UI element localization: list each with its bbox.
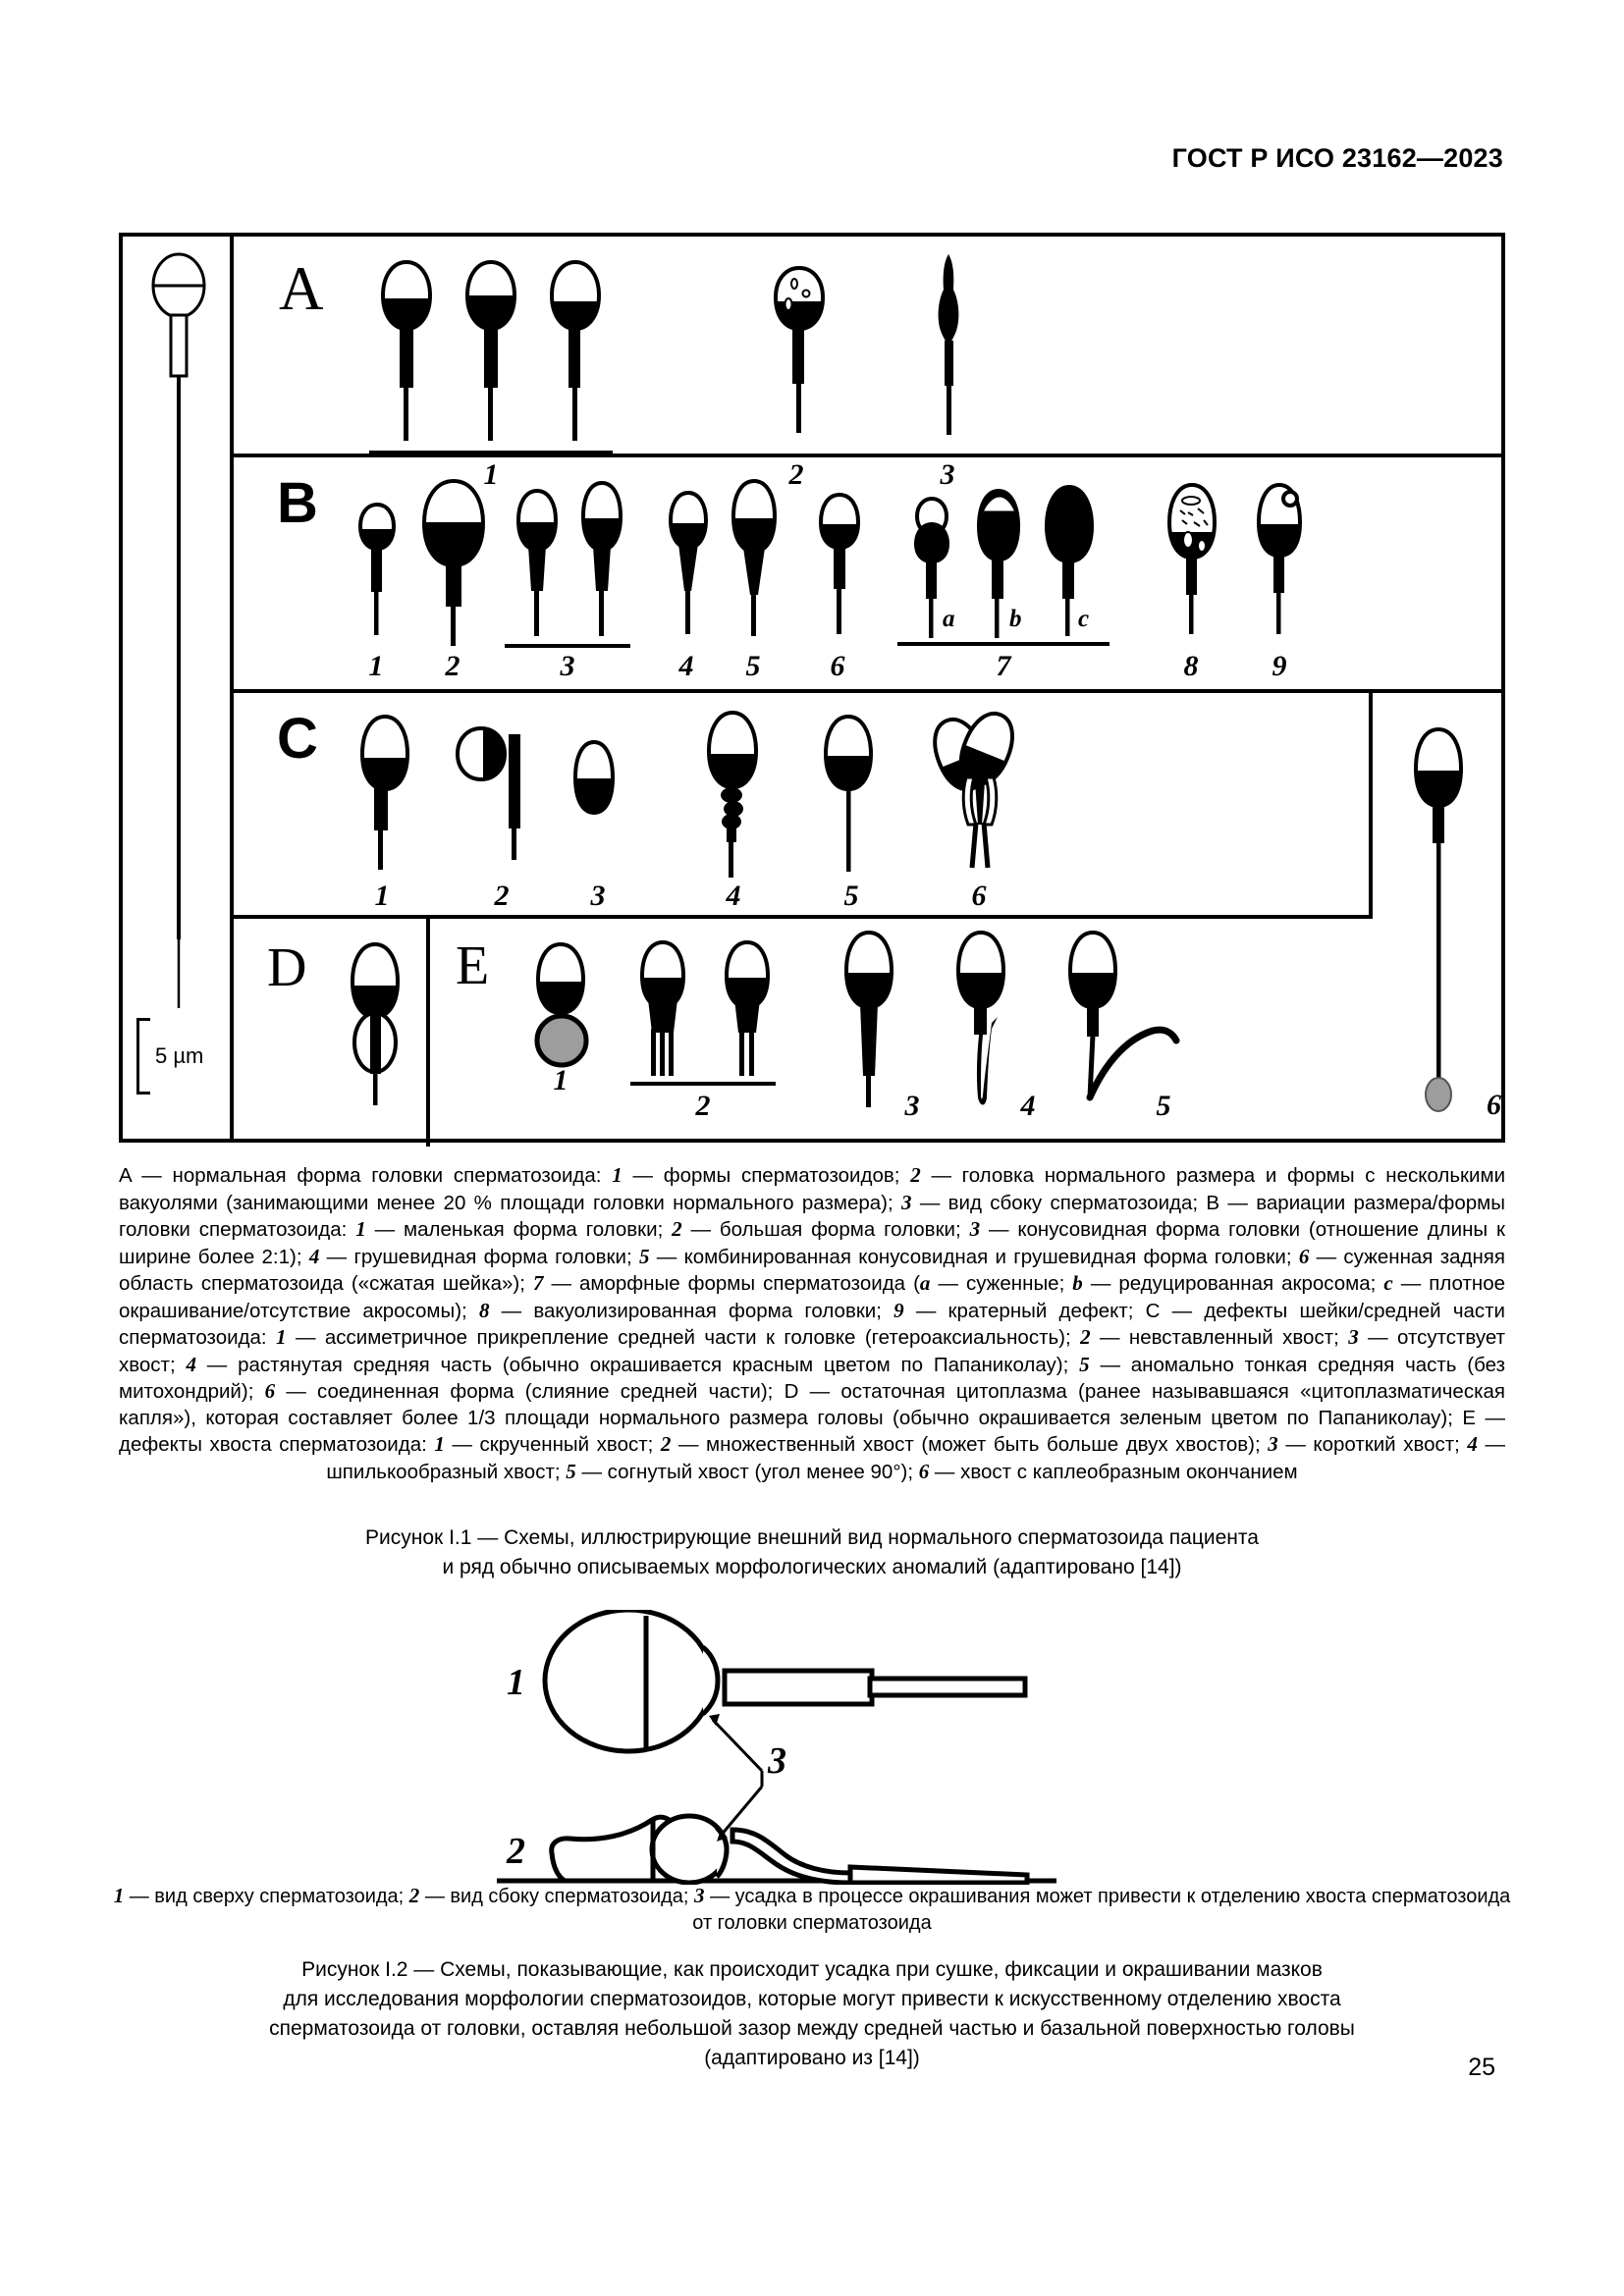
item-label-c-5: 5	[843, 880, 859, 912]
item-label-e-6: 6	[1487, 1089, 1501, 1121]
sub-label-b7-b: b	[1009, 606, 1022, 632]
sub-label-b7-c: c	[1078, 606, 1090, 632]
sperm-side-view	[938, 254, 959, 435]
page-number: 25	[1468, 2054, 1495, 2081]
panel-b: B 1 2	[234, 457, 1501, 693]
sperm-normal-1	[380, 259, 433, 441]
sperm-tapered-a	[515, 488, 559, 636]
panel-e-letter: E	[456, 935, 490, 996]
item-label-e-4: 4	[1020, 1090, 1036, 1122]
item-label-b-5: 5	[745, 650, 761, 682]
sperm-amorphous-b	[977, 489, 1020, 638]
item-label-b-2: 2	[445, 650, 460, 682]
sperm-large-head	[421, 478, 486, 646]
sperm-amorphous-a	[914, 496, 949, 638]
figure-i2-caption-line3: сперматозоида от головки, оставляя небол…	[269, 2017, 1355, 2040]
sperm-combined	[731, 478, 778, 636]
item-label-b-1: 1	[368, 650, 384, 682]
scale-label: 5 µm	[155, 1043, 204, 1068]
item-label-e-1: 1	[553, 1064, 568, 1096]
item-label-b-8: 8	[1183, 650, 1199, 682]
sperm-thin-midpiece	[823, 714, 874, 872]
sub-label-b7-a: a	[943, 606, 955, 632]
sperm-constricted-neck	[818, 492, 861, 634]
sperm-droplet-tail	[1413, 726, 1464, 1112]
panel-d-letter: D	[267, 937, 307, 998]
figure-i1-caption-line1: Рисунок I.1 — Схемы, иллюстрирующие внеш…	[365, 1526, 1259, 1549]
svg-text:1: 1	[507, 1662, 525, 1703]
group-rule-a1	[369, 451, 613, 454]
sperm-normal-3	[549, 259, 602, 441]
sperm-noninserted-tail	[455, 725, 520, 860]
item-label-b-6: 6	[830, 650, 845, 682]
panel-b-letter: B	[277, 471, 318, 535]
item-label-e-2: 2	[695, 1090, 711, 1122]
item-label-b-9: 9	[1272, 650, 1287, 682]
sperm-hairpin-tail	[955, 930, 1006, 1105]
page-title: ГОСТ Р ИСО 23162—2023	[1171, 143, 1503, 173]
figure-i2-caption-line4: (адаптировано из [14])	[704, 2047, 920, 2069]
item-label-c-6: 6	[971, 880, 987, 912]
sperm-small-head	[357, 502, 397, 635]
figure-i1-frame: 5 µm A	[119, 233, 1505, 1147]
figure-i2: 1 2 3	[471, 1607, 1080, 1886]
sperm-fused-midpiece	[933, 712, 1014, 869]
panel-e: E 1	[430, 919, 1500, 1147]
sperm-short-tail	[843, 930, 894, 1107]
panel-a: A	[234, 237, 1501, 490]
item-label-e-3: 3	[904, 1090, 920, 1122]
figure-i2-caption-line2: для исследования морфологии сперматозоид…	[283, 1988, 1341, 2010]
reference-spermatozoon-icon	[151, 252, 206, 1008]
figure-i2-diagram: 1 2 3	[497, 1607, 1056, 1886]
figure-i1-legend: A — нормальная форма головки сперматозои…	[119, 1163, 1506, 1483]
sperm-multiple-tails-b	[724, 939, 771, 1076]
scale-bar: 5 µm	[136, 1018, 203, 1095]
panel-c-letter: C	[277, 707, 318, 771]
sperm-coiled-tail	[534, 941, 589, 1068]
item-label-b-3: 3	[560, 650, 575, 682]
item-label-c-4: 4	[726, 880, 741, 912]
sperm-multiple-tails-a	[639, 939, 686, 1076]
svg-text:2: 2	[506, 1831, 525, 1872]
figure-i2-caption: Рисунок I.2 — Схемы, показывающие, как п…	[119, 1955, 1505, 2073]
scale-bracket-icon	[136, 1018, 150, 1095]
panels-container: A	[234, 237, 1501, 1147]
sperm-bent-tail	[1067, 930, 1180, 1101]
item-label-c-1: 1	[374, 880, 390, 912]
sperm-pyriform	[668, 490, 709, 634]
item-label-c-3: 3	[590, 880, 606, 912]
sperm-normal-2	[464, 259, 517, 441]
group-rule-e2	[630, 1082, 776, 1086]
figure-i2-caption-line1: Рисунок I.2 — Схемы, показывающие, как п…	[301, 1958, 1323, 1981]
item-label-a-3: 3	[940, 458, 955, 491]
group-rule-b3	[505, 644, 630, 648]
item-label-c-2: 2	[494, 880, 510, 912]
sperm-amorphous-c	[1045, 485, 1094, 636]
sperm-heteroaxial	[359, 714, 410, 870]
panel-c: C 1 2	[234, 693, 1373, 919]
group-rule-b7	[897, 642, 1110, 646]
figure-i1-caption-line2: и ряд обычно описываемых морфологических…	[442, 1556, 1182, 1578]
panel-a-letter: A	[279, 254, 324, 323]
figure-i2-legend: 1 — вид сверху сперматозоида; 2 — вид сб…	[113, 1884, 1511, 1934]
sperm-residual-cytoplasm	[350, 941, 401, 1105]
scale-column: 5 µm	[123, 237, 234, 1139]
panel-d: D	[234, 919, 430, 1147]
sperm-vacuolated	[773, 265, 826, 433]
svg-text:3: 3	[767, 1740, 786, 1782]
sperm-vacuolated-head	[1166, 482, 1218, 634]
sperm-crater-defect	[1256, 482, 1303, 634]
item-label-b-7: 7	[996, 650, 1011, 682]
figure-i1-caption: Рисунок I.1 — Схемы, иллюстрирующие внеш…	[119, 1523, 1505, 1582]
sperm-no-tail	[572, 739, 616, 816]
sperm-distended-midpiece	[706, 710, 759, 878]
item-label-a-1: 1	[483, 458, 499, 491]
item-label-a-2: 2	[788, 458, 804, 491]
sperm-tapered-b	[580, 480, 623, 636]
item-label-b-4: 4	[678, 650, 694, 682]
item-label-e-5: 5	[1156, 1090, 1171, 1122]
